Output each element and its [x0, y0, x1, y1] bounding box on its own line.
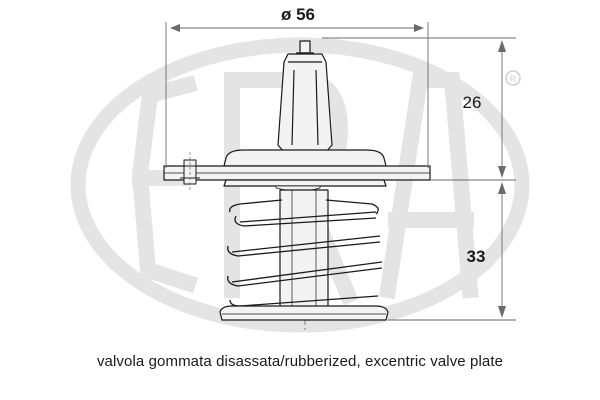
diagram-caption: valvola gommata disassata/rubberized, ex…	[96, 353, 504, 370]
dimension-lines	[165, 22, 516, 321]
lower-arrow-top-icon	[498, 182, 506, 194]
registered-mark-icon: R	[505, 70, 521, 86]
bleed-valve	[180, 152, 200, 192]
thermostat-part	[163, 40, 431, 330]
top-pin	[296, 40, 314, 54]
bottom-plate	[219, 305, 389, 321]
lower-height-label: 33	[467, 247, 486, 266]
diameter-arrow-right-icon	[414, 24, 424, 32]
lower-arrow-bottom-icon	[498, 306, 506, 318]
upper-arrow-bottom-icon	[498, 166, 506, 178]
watermark-letter-a	[378, 72, 479, 300]
upper-height-label: 26	[463, 93, 482, 112]
upper-arrow-top-icon	[498, 40, 506, 52]
svg-text:R: R	[510, 74, 517, 84]
diameter-arrow-left-icon	[170, 24, 180, 32]
flange-body	[163, 149, 431, 187]
watermark-letter-e	[131, 75, 199, 294]
diameter-label: ø 56	[281, 5, 315, 24]
upper-bridge	[277, 53, 333, 153]
